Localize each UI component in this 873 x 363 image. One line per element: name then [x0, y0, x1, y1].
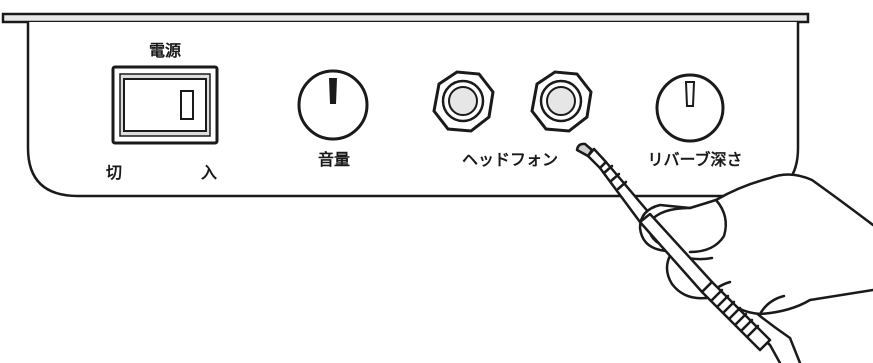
headphone-jack-1[interactable]: [432, 70, 495, 133]
hand-with-plug-icon: [575, 142, 873, 363]
power-switch[interactable]: [111, 65, 219, 145]
panel-body: [26, 22, 800, 198]
panel-top-lip: [1, 12, 810, 24]
switch-indicator-icon: [180, 90, 194, 120]
reverb-depth-knob[interactable]: [655, 73, 725, 143]
headphone-jack-2[interactable]: [530, 70, 593, 133]
off-label: 切: [106, 163, 122, 182]
power-label: 電源: [149, 41, 181, 60]
reverb-depth-label: リバーブ深さ: [647, 150, 742, 169]
on-label: 入: [201, 163, 217, 182]
volume-knob[interactable]: [297, 69, 369, 141]
headphones-label: ヘッドフォン: [462, 150, 558, 169]
volume-label: 音量: [318, 150, 350, 169]
